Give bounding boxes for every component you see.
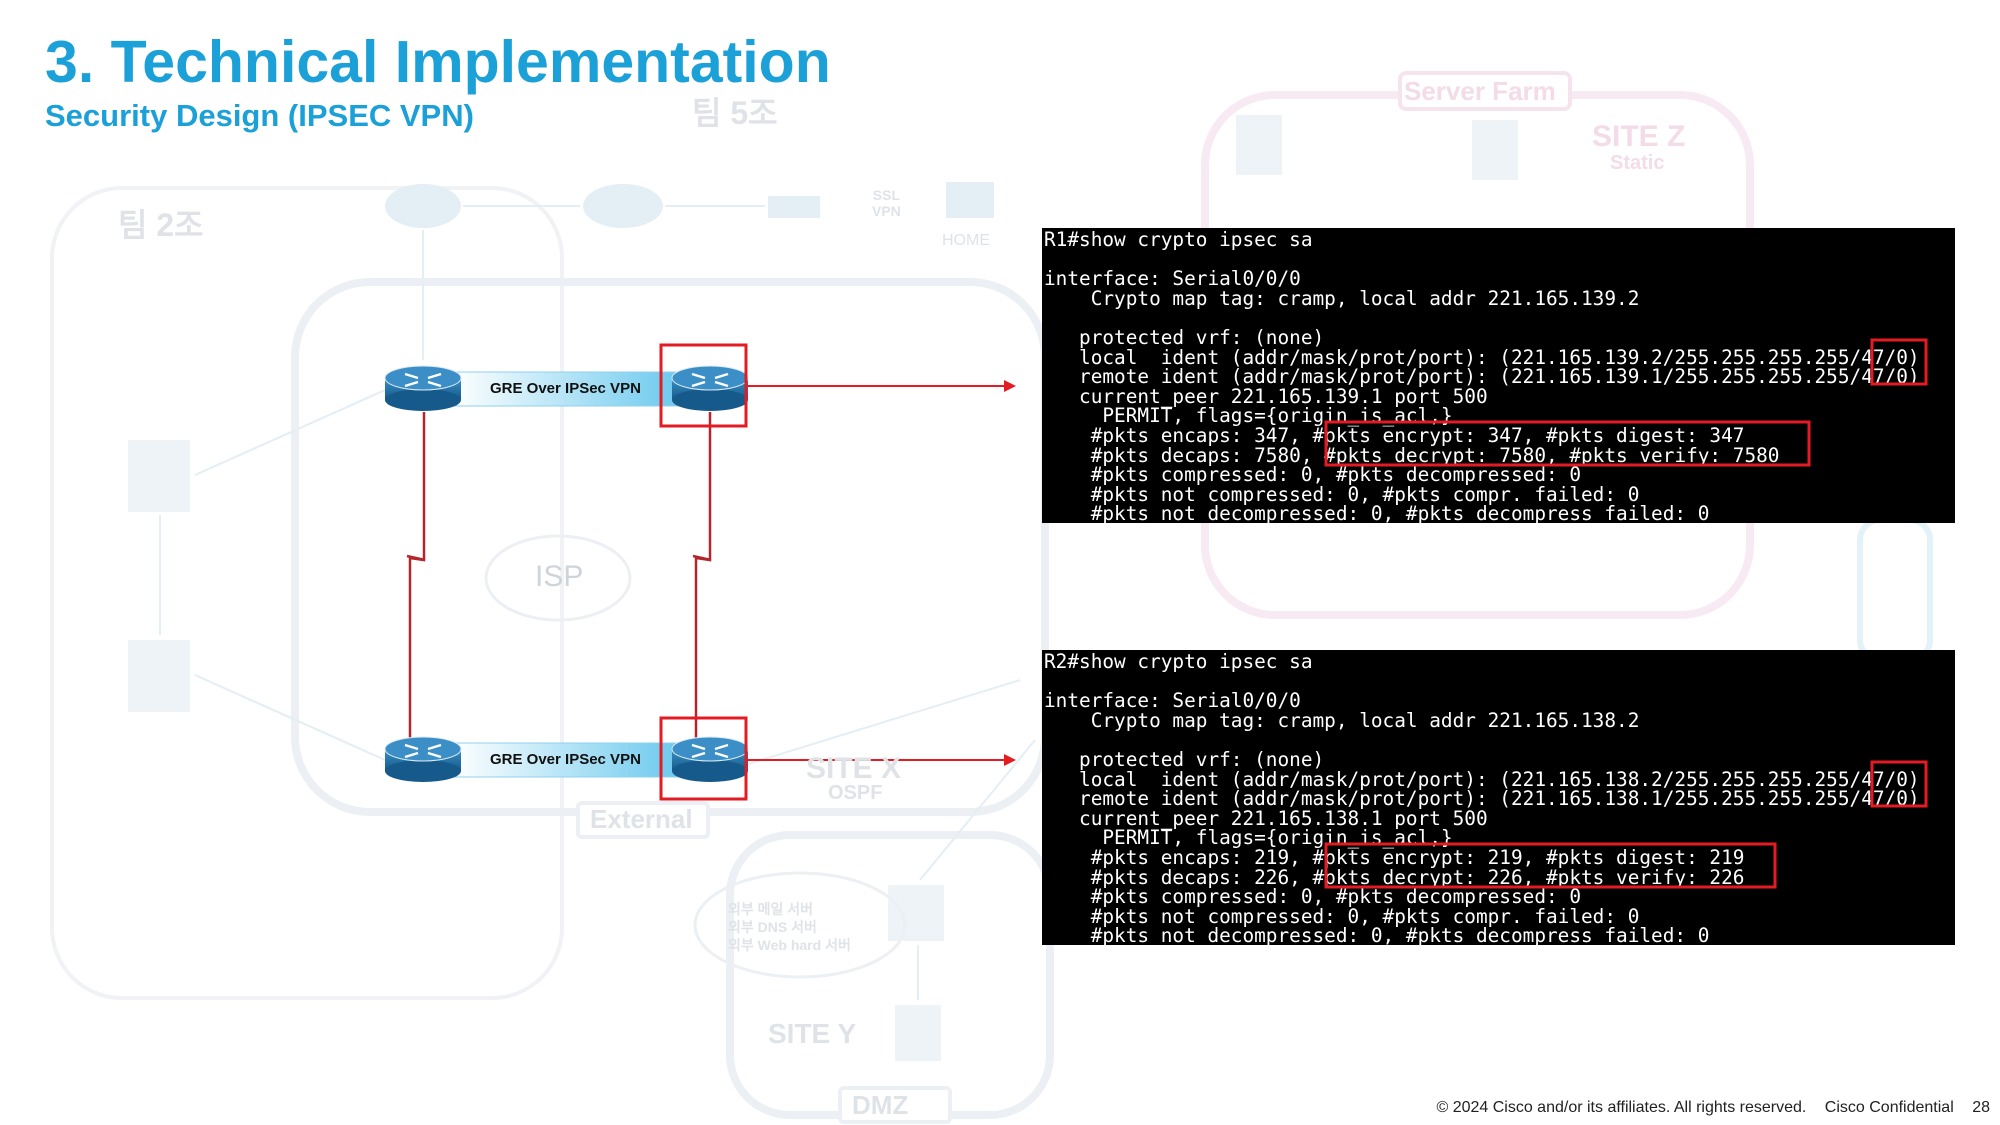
terminal-line: R2#show crypto ipsec sa bbox=[1044, 650, 1313, 673]
vpn-tunnel-top bbox=[451, 371, 706, 407]
footer: © 2024 Cisco and/or its affiliates. All … bbox=[1422, 1099, 1990, 1117]
terminal-line: protected vrf: (none) bbox=[1044, 747, 1325, 771]
terminal-line: interface: Serial0/0/0 bbox=[1044, 689, 1301, 713]
vpn-tunnel-label-bottom: GRE Over IPSec VPN bbox=[490, 751, 641, 768]
terminal-line: remote ident (addr/mask/prot/port): (221… bbox=[1044, 787, 1920, 811]
router-icon bbox=[384, 365, 462, 411]
computer-icon bbox=[946, 182, 994, 218]
server-icon bbox=[1236, 115, 1282, 175]
terminal-line: local ident (addr/mask/prot/port): (221.… bbox=[1044, 767, 1920, 791]
dmz-server-item: 외부 Web hard 서버 bbox=[728, 937, 851, 953]
copyright-text: © 2024 Cisco and/or its affiliates. All … bbox=[1436, 1099, 1807, 1116]
server-icon bbox=[1472, 120, 1518, 180]
page-number: 28 bbox=[1972, 1099, 1990, 1116]
terminal-line: R1#show crypto ipsec sa bbox=[1044, 228, 1313, 251]
team-5-label: 팀 5조 bbox=[692, 95, 778, 131]
highlight-box-r2 bbox=[659, 716, 748, 801]
terminal-line: #pkts encaps: 219, #pkts encrypt: 219, #… bbox=[1044, 845, 1745, 869]
vpn-tunnel-label-top: GRE Over IPSec VPN bbox=[490, 380, 641, 397]
site-x-label: SITE X bbox=[806, 752, 902, 785]
site-z-label: SITE Z bbox=[1592, 120, 1686, 153]
terminal-line: protected vrf: (none) bbox=[1044, 325, 1325, 349]
terminal-line: #pkts not compressed: 0, #pkts compr. fa… bbox=[1044, 904, 1640, 928]
site-y-label: SITE Y bbox=[768, 1018, 857, 1049]
server-icon bbox=[895, 1005, 941, 1061]
firewall-icon bbox=[128, 440, 190, 512]
serial-link-right bbox=[694, 412, 712, 755]
r1-terminal-output: R1#show crypto ipsec sa interface: Serial… bbox=[1042, 228, 1955, 523]
router-icon bbox=[583, 184, 663, 228]
switch-icon bbox=[768, 196, 820, 218]
terminal-line: Crypto map tag: cramp, local addr 221.16… bbox=[1044, 708, 1640, 732]
confidential-text: Cisco Confidential bbox=[1824, 1099, 1954, 1116]
terminal-line: #pkts compressed: 0, #pkts decompressed:… bbox=[1044, 463, 1582, 487]
terminal-line: current_peer 221.165.139.1 port 500 bbox=[1044, 384, 1488, 408]
router-icon bbox=[385, 184, 461, 228]
dmz-server-list: 외부 메일 서버 외부 DNS 서버 외부 Web hard 서버 bbox=[728, 900, 851, 954]
firewall-icon bbox=[128, 640, 190, 712]
page-title: 3. Technical Implementation bbox=[45, 29, 831, 95]
switch-icon bbox=[888, 885, 944, 941]
terminal-line: interface: Serial0/0/0 bbox=[1044, 267, 1301, 291]
ssl-vpn-label: SSL VPN bbox=[872, 187, 901, 219]
terminal-line: #pkts not compressed: 0, #pkts compr. fa… bbox=[1044, 482, 1640, 506]
router-icon bbox=[384, 736, 462, 782]
dmz-server-cloud bbox=[693, 871, 907, 979]
terminal-line: Crypto map tag: cramp, local addr 221.16… bbox=[1044, 286, 1640, 310]
site-x-zone bbox=[291, 278, 1049, 816]
terminal-line: remote ident (addr/mask/prot/port): (221… bbox=[1044, 365, 1920, 389]
terminal-line: #pkts not decompressed: 0, #pkts decompr… bbox=[1044, 502, 1710, 523]
team-2-label: 팀 2조 bbox=[118, 207, 204, 243]
external-label: External bbox=[590, 804, 693, 834]
terminal-line: PERMIT, flags={origin_is_acl,} bbox=[1044, 404, 1453, 428]
site-z-sub-label: Static bbox=[1610, 152, 1665, 174]
server-farm-label: Server Farm bbox=[1404, 76, 1556, 106]
external-label-box bbox=[576, 801, 710, 839]
isp-label: ISP bbox=[535, 560, 584, 593]
server-farm-label-box bbox=[1398, 71, 1572, 111]
terminal-line: current_peer 221.165.138.1 port 500 bbox=[1044, 806, 1488, 830]
site-x-sub-label: OSPF bbox=[828, 782, 883, 804]
terminal-line: #pkts encaps: 347, #pkts encrypt: 347, #… bbox=[1044, 423, 1745, 447]
dmz-label: DMZ bbox=[852, 1090, 909, 1120]
serial-link-left bbox=[408, 412, 426, 755]
dmz-label-box bbox=[838, 1086, 952, 1124]
home-label: HOME bbox=[942, 232, 990, 249]
terminal-line: local ident (addr/mask/prot/port): (221.… bbox=[1044, 345, 1920, 369]
terminal-line: PERMIT, flags={origin_is_acl,} bbox=[1044, 826, 1453, 850]
terminal-line: #pkts compressed: 0, #pkts decompressed:… bbox=[1044, 885, 1582, 909]
router-icon bbox=[671, 365, 749, 411]
isp-cloud bbox=[484, 534, 632, 622]
page-subtitle: Security Design (IPSEC VPN) bbox=[45, 98, 474, 133]
team2-zone bbox=[50, 186, 564, 1000]
dmz-server-item: 외부 DNS 서버 bbox=[728, 919, 817, 935]
terminal-line: #pkts not decompressed: 0, #pkts decompr… bbox=[1044, 924, 1710, 945]
router-icon bbox=[671, 736, 749, 782]
r2-terminal-output: R2#show crypto ipsec sa interface: Serial… bbox=[1042, 650, 1955, 945]
dmz-server-item: 외부 메일 서버 bbox=[728, 901, 814, 917]
side-zone bbox=[1857, 517, 1933, 663]
